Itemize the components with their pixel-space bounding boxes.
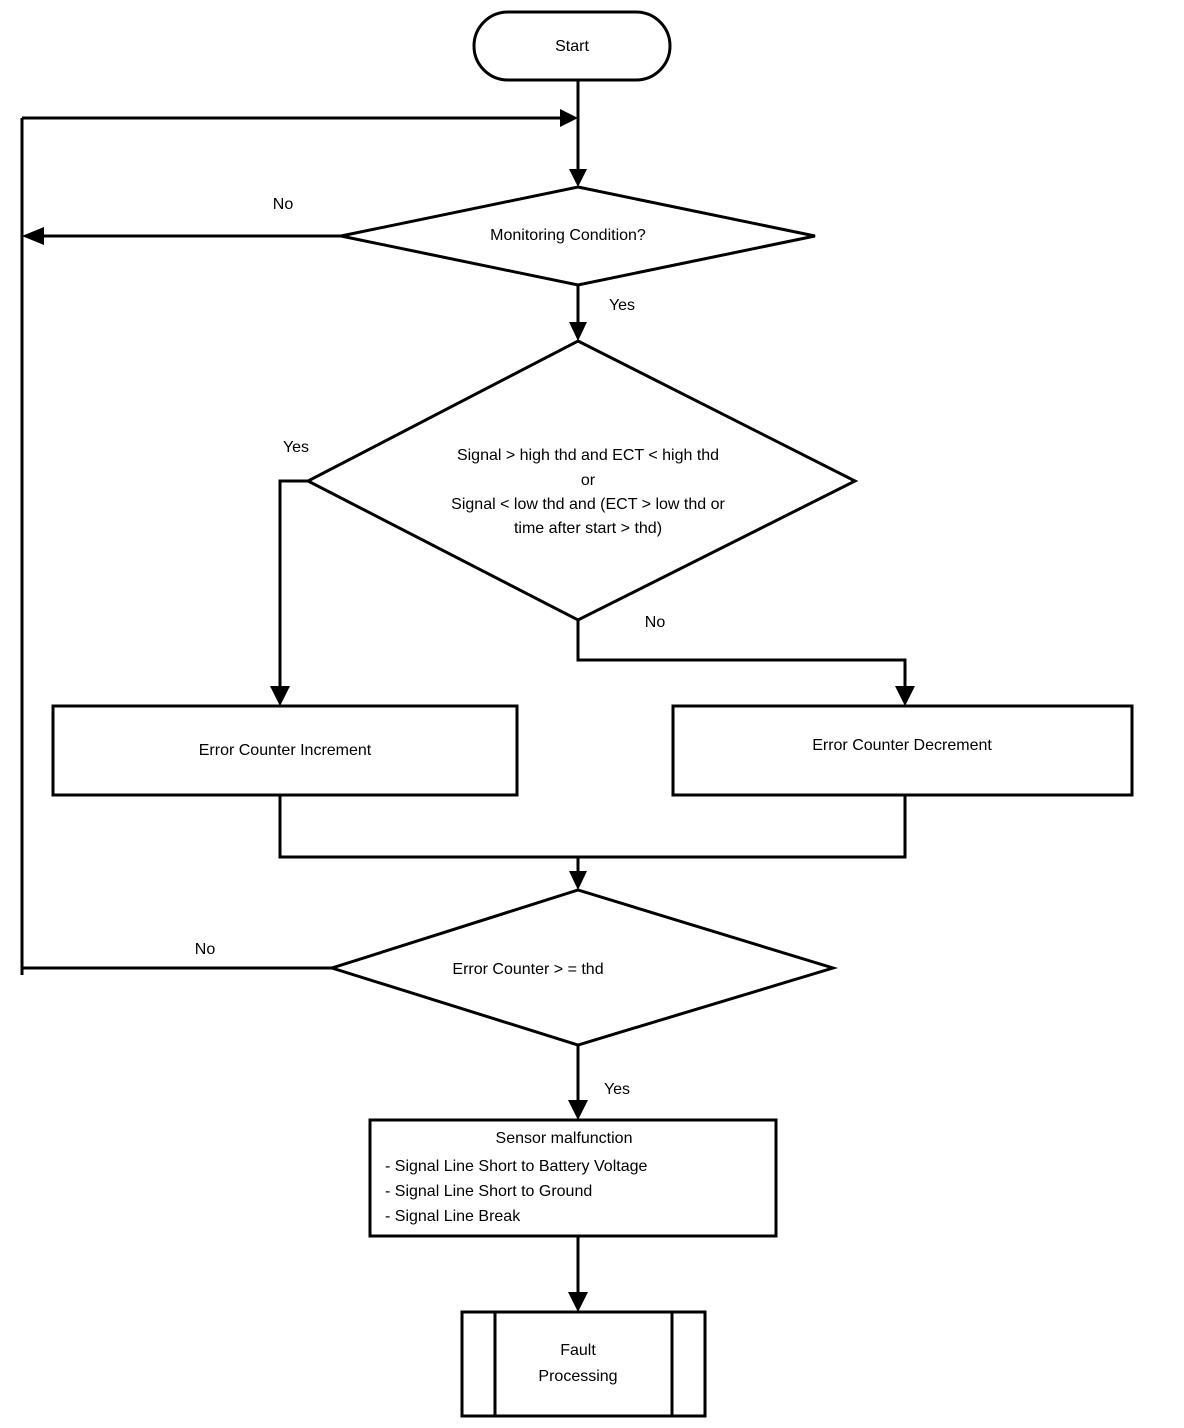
fault-processing-box [460,1310,707,1418]
monitoring-condition-label: Monitoring Condition? [490,227,646,244]
sensor-malfunction-box [368,1118,778,1238]
connector-merge-counters [278,795,907,890]
arrow-head-into-fault-processing [568,1292,588,1312]
signal-condition-line-4: time after start > thd) [514,520,662,537]
start-terminator-shape [472,10,672,82]
arrow-head-loop-return [560,109,578,127]
connector-threshold-yes: Yes [568,1045,630,1120]
branch-label-signal-yes: Yes [283,439,309,456]
arrow-head-into-increment [270,686,290,706]
node-monitoring-condition[interactable]: Monitoring Condition? [340,185,816,287]
fault-processing-line-1: Fault [560,1342,596,1359]
error-counter-increment-box [51,704,519,797]
sensor-malfunction-item-1: - Signal Line Short to Battery Voltage [385,1158,647,1175]
arrow-head-into-decrement [895,686,915,706]
error-counter-decrement-box [671,704,1134,797]
signal-condition-line-2: or [581,472,596,489]
arrow-head-into-threshold [569,871,587,890]
arrow-head-into-monitoring [569,169,587,187]
branch-label-threshold-no: No [195,941,216,958]
node-error-counter-threshold[interactable]: Error Counter > = thd [327,888,839,1047]
connector-malfunction-to-fault [568,1236,588,1312]
arrow-head-into-signal-condition [569,322,587,341]
arrow-head-into-sensor-malfunction [568,1100,588,1120]
node-start[interactable]: Start [472,10,672,82]
sensor-malfunction-item-2: - Signal Line Short to Ground [385,1183,592,1200]
connector-monitoring-no: No [22,196,341,245]
connector-signal-yes: Yes [270,439,309,706]
node-error-counter-increment[interactable]: Error Counter Increment [51,704,519,797]
branch-label-monitoring-no: No [273,196,294,213]
error-counter-decrement-label: Error Counter Decrement [812,737,992,754]
start-label: Start [555,38,589,55]
branch-label-signal-no: No [645,614,666,631]
signal-condition-line-3: Signal < low thd and (ECT > low thd or [451,496,725,513]
connector-loop-return-top [22,109,578,127]
sensor-malfunction-title: Sensor malfunction [496,1130,633,1147]
node-error-counter-decrement[interactable]: Error Counter Decrement [671,704,1134,797]
node-sensor-malfunction[interactable]: Sensor malfunction - Signal Line Short t… [368,1118,778,1238]
signal-condition-line-1: Signal > high thd and ECT < high thd [457,447,719,464]
branch-label-threshold-yes: Yes [604,1081,630,1098]
node-fault-processing[interactable]: Fault Processing [460,1310,707,1418]
fault-processing-line-2: Processing [538,1368,617,1385]
sensor-malfunction-item-3: - Signal Line Break [385,1208,521,1225]
arrow-head-monitoring-no [22,227,44,245]
node-signal-condition[interactable]: Signal > high thd and ECT < high thd or … [304,339,859,622]
connector-start-to-monitoring [569,80,587,187]
connector-signal-no: No [576,614,915,706]
connector-threshold-no: No [22,941,332,970]
error-counter-increment-label: Error Counter Increment [199,742,372,759]
connector-monitoring-yes: Yes [569,285,635,341]
branch-label-monitoring-yes: Yes [609,297,635,314]
error-counter-threshold-label: Error Counter > = thd [452,961,603,978]
